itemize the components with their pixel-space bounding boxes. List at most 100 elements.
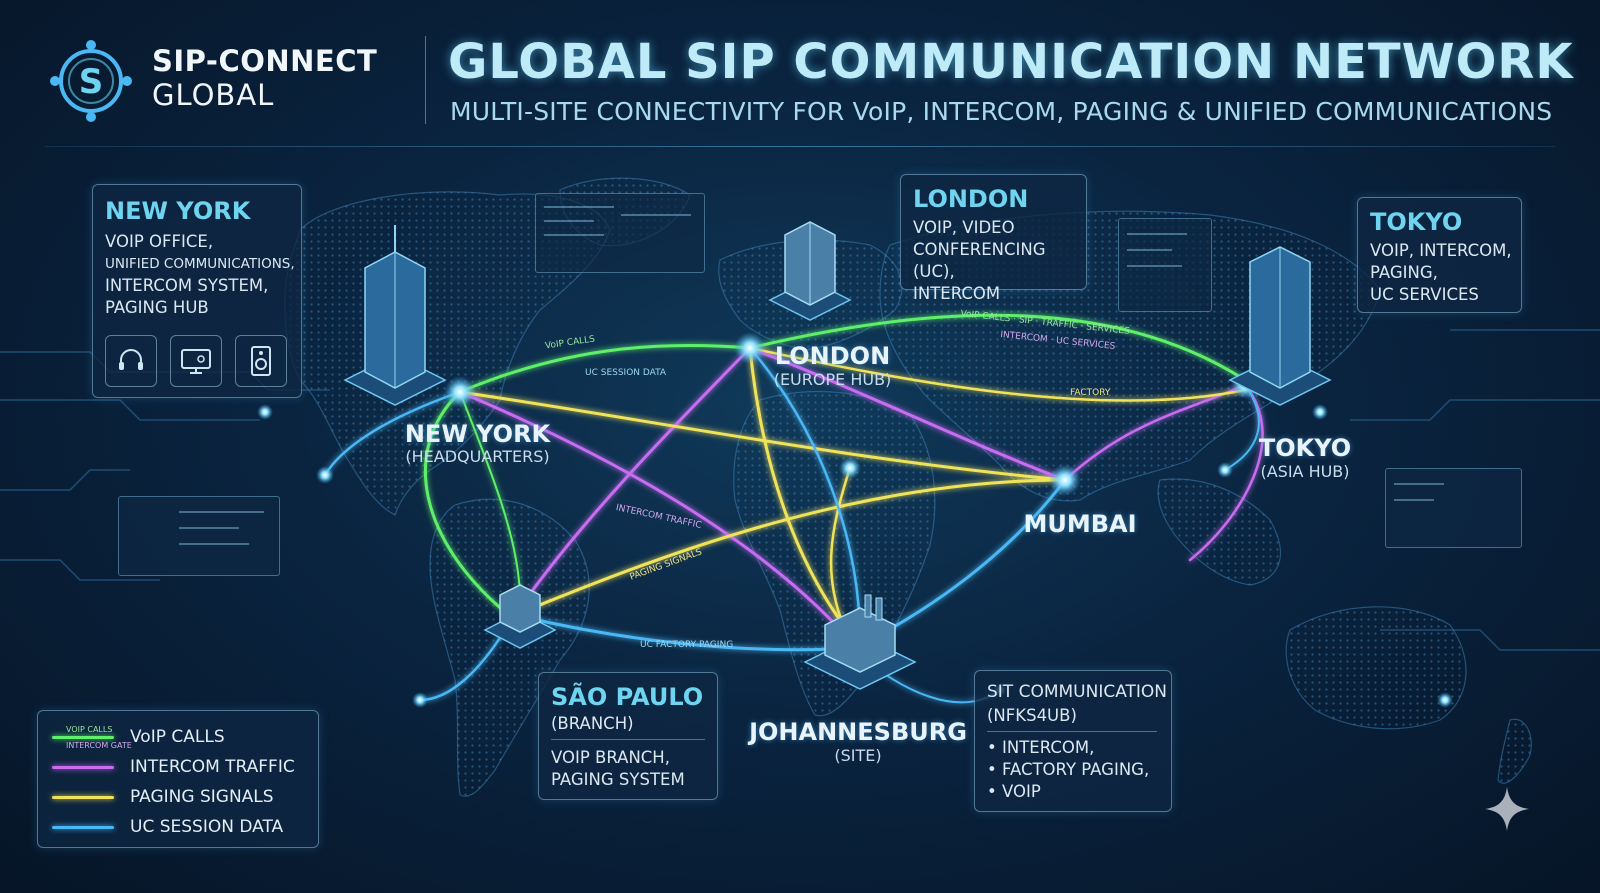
legend-item-paging: PAGING SIGNALS — [52, 787, 274, 807]
route-intercom-tokyo-asia — [1188, 383, 1264, 562]
australia — [1285, 606, 1467, 730]
page-subtitle: MULTI-SITE CONNECTIVITY FOR VoIP, INTERC… — [450, 97, 1553, 126]
legend-swatch-intercom — [52, 765, 114, 769]
legend-swatch-uc — [52, 825, 114, 829]
panel-london-line: CONFERENCING (UC), — [913, 240, 1046, 281]
panel-tokyo: TOKYO VOIP, INTERCOM, PAGING, UC SERVICE… — [1357, 197, 1522, 313]
panel-new-york: NEW YORK VOIP OFFICE, UNIFIED COMMUNICAT… — [92, 184, 302, 398]
route-voip-ny-saopaulo-2 — [459, 391, 521, 601]
brand-name: SIP-CONNECT — [152, 44, 378, 78]
legend-label-uc: UC SESSION DATA — [130, 817, 284, 837]
panel-johannesburg-line: • FACTORY PAGING, — [987, 760, 1150, 779]
node-mumbai — [1049, 464, 1081, 496]
route-uc-saopaulo-south — [418, 628, 507, 702]
city-sub-london: (EUROPE HUB) — [773, 370, 892, 389]
panel-tokyo-title: TOKYO — [1370, 208, 1463, 236]
mini-dashboard-right — [1385, 468, 1522, 548]
page-title: GLOBAL SIP COMMUNICATION NETWORK — [448, 34, 1574, 90]
legend-item-voip: VoIP CALLS — [52, 727, 225, 747]
node-center — [839, 457, 861, 479]
panel-johannesburg-line: • INTERCOM, — [987, 738, 1095, 757]
panel-sao-paulo-title: SÃO PAULO — [551, 683, 704, 711]
panel-new-york-line: INTERCOM SYSTEM, — [105, 276, 269, 295]
panel-johannesburg-line: • VOIP — [987, 782, 1041, 801]
node-seattle — [257, 404, 273, 420]
city-label-tokyo: TOKYO — [1258, 434, 1352, 462]
panel-new-york-title: NEW YORK — [105, 197, 251, 225]
route-intercom-london-mumbai — [748, 346, 1067, 482]
new-zealand — [1497, 718, 1532, 784]
legend-voip-tag: VOIP CALLS — [66, 725, 113, 734]
mini-dashboard-asia — [1118, 218, 1212, 312]
london-building-icon — [768, 221, 852, 321]
panel-london-line: INTERCOM — [913, 284, 1001, 303]
headset-icon — [105, 335, 157, 387]
panel-sao-paulo-line: VOIP BRANCH, — [551, 748, 670, 767]
panel-new-york-line: PAGING HUB — [105, 298, 209, 317]
city-sub-tokyo: (ASIA HUB) — [1260, 462, 1350, 481]
route-uc-london-johannesburg — [748, 346, 862, 642]
brand-logo-icon: S — [50, 40, 132, 122]
legend-swatch-paging — [52, 795, 114, 799]
route-uc-ny-west — [323, 390, 462, 477]
route-voip-ny-london — [458, 343, 752, 394]
legend-label-intercom: INTERCOM TRAFFIC — [130, 757, 295, 777]
south-america — [429, 498, 590, 797]
sparkle-icon — [1485, 787, 1529, 831]
node-asia-east — [1217, 462, 1233, 478]
route-voip-london-tokyo — [748, 313, 1247, 382]
route-label-factory: FACTORY — [1070, 388, 1111, 398]
route-label-uc-session: UC SESSION DATA — [585, 368, 667, 378]
mini-dashboard-left — [118, 496, 280, 576]
node-london — [734, 332, 766, 364]
legend-label-voip: VoIP CALLS — [130, 727, 225, 747]
city-sub-johannesburg: (SITE) — [834, 746, 882, 765]
legend: VOIP CALLS VoIP CALLS INTERCOM GATE INTE… — [37, 710, 319, 848]
city-label-johannesburg: JOHANNESBURG — [749, 718, 967, 746]
legend-label-paging: PAGING SIGNALS — [130, 787, 274, 807]
legend-item-intercom: INTERCOM TRAFFIC — [52, 757, 295, 777]
panel-new-york-line: VOIP OFFICE, — [105, 232, 214, 251]
legend-item-uc: UC SESSION DATA — [52, 817, 283, 837]
routes — [323, 313, 1264, 704]
panel-london-title: LONDON — [913, 185, 1029, 213]
route-paging-london-johannesburg — [748, 346, 857, 642]
panel-tokyo-line: UC SERVICES — [1370, 285, 1479, 304]
panel-sao-paulo-sub: (BRANCH) — [551, 714, 634, 733]
speaker-icon — [235, 335, 287, 387]
panel-sao-paulo-line: PAGING SYSTEM — [551, 770, 685, 789]
route-intercom-london-saopaulo — [513, 346, 752, 617]
route-label-factory-paging: UC FACTORY PAGING — [640, 640, 734, 650]
brand-sub: GLOBAL — [152, 78, 275, 112]
route-paging-saopaulo-mumbai — [513, 478, 1067, 617]
panel-london: LONDON VOIP, VIDEO CONFERENCING (UC), IN… — [900, 174, 1087, 303]
panel-sao-paulo: SÃO PAULO (BRANCH) VOIP BRANCH, PAGING S… — [538, 672, 718, 800]
panel-johannesburg: SIT COMMUNICATION (NFKS4UB) • INTERCOM, … — [974, 670, 1172, 812]
svg-text:S: S — [79, 62, 104, 102]
header-separator — [425, 36, 426, 124]
panel-johannesburg-sub: (NFKS4UB) — [987, 706, 1077, 725]
route-paging-ny-mumbai — [458, 390, 1067, 482]
route-voip-ny-saopaulo — [424, 390, 507, 614]
route-intercom-ny-johannesburg — [458, 390, 852, 642]
node-south — [412, 692, 428, 708]
node-west — [316, 466, 334, 484]
legend-swatch-voip — [52, 735, 114, 739]
mini-dashboard-top — [535, 193, 705, 273]
monitor-icon — [170, 335, 222, 387]
panel-tokyo-line: PAGING, — [1370, 263, 1438, 282]
panel-london-line: VOIP, VIDEO — [913, 218, 1015, 237]
legend-intercom-tag: INTERCOM GATE — [66, 741, 132, 750]
node-sydney — [1437, 692, 1453, 708]
city-sub-new-york: (HEADQUARTERS) — [405, 447, 550, 466]
johannesburg-factory-icon — [803, 594, 917, 690]
panel-new-york-line: UNIFIED COMMUNICATIONS, — [105, 256, 295, 272]
city-label-new-york: NEW YORK — [404, 420, 551, 448]
header-divider — [45, 146, 1555, 147]
city-label-mumbai: MUMBAI — [1023, 510, 1137, 538]
city-label-london: LONDON — [774, 342, 891, 370]
panel-tokyo-line: VOIP, INTERCOM, — [1370, 241, 1512, 260]
ny-tower-icon — [343, 225, 447, 406]
route-paging-london-tokyo — [748, 346, 1247, 402]
